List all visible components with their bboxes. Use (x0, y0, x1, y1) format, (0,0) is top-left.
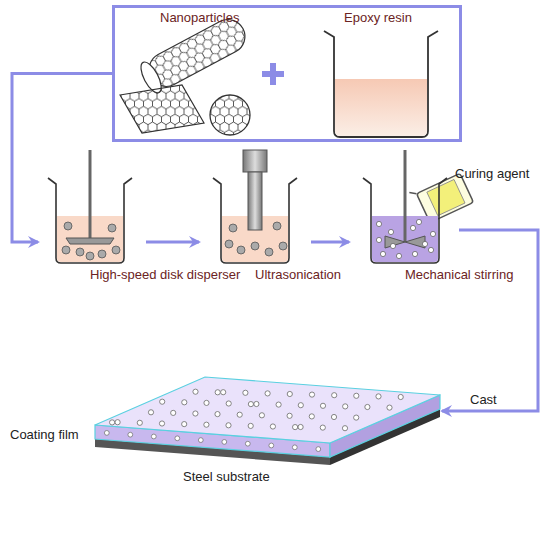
cast-label: Cast (470, 392, 497, 408)
flow-arrow (442, 230, 538, 411)
materials-box: Nanoparticles Epoxy resin (112, 5, 462, 142)
node-label: Nanoparticles (160, 10, 240, 26)
node-label: High-speed disk disperser (90, 267, 240, 283)
stirring-beaker-art (355, 150, 455, 265)
coating-film-slab-art (95, 375, 440, 467)
disperser-beaker: High-speed disk disperser (40, 150, 140, 265)
flow-arrow (311, 241, 349, 244)
materials-box-art (112, 5, 462, 142)
stirring-beaker: Mechanical stirring (355, 150, 455, 265)
node-label: Steel substrate (183, 469, 270, 485)
node-label: Coating film (10, 427, 79, 443)
ultrasonication-beaker: Ultrasonication (205, 150, 305, 265)
flow-arrow (146, 241, 199, 244)
node-label: Mechanical stirring (405, 267, 513, 283)
coating-film-slab: Coating filmSteel substrate (95, 375, 440, 467)
disperser-beaker-art (40, 150, 140, 265)
curing-agent-label: Curing agent (455, 166, 529, 182)
ultrasonication-beaker-art (205, 150, 305, 265)
node-label: Epoxy resin (344, 10, 412, 26)
node-label: Ultrasonication (255, 267, 341, 283)
